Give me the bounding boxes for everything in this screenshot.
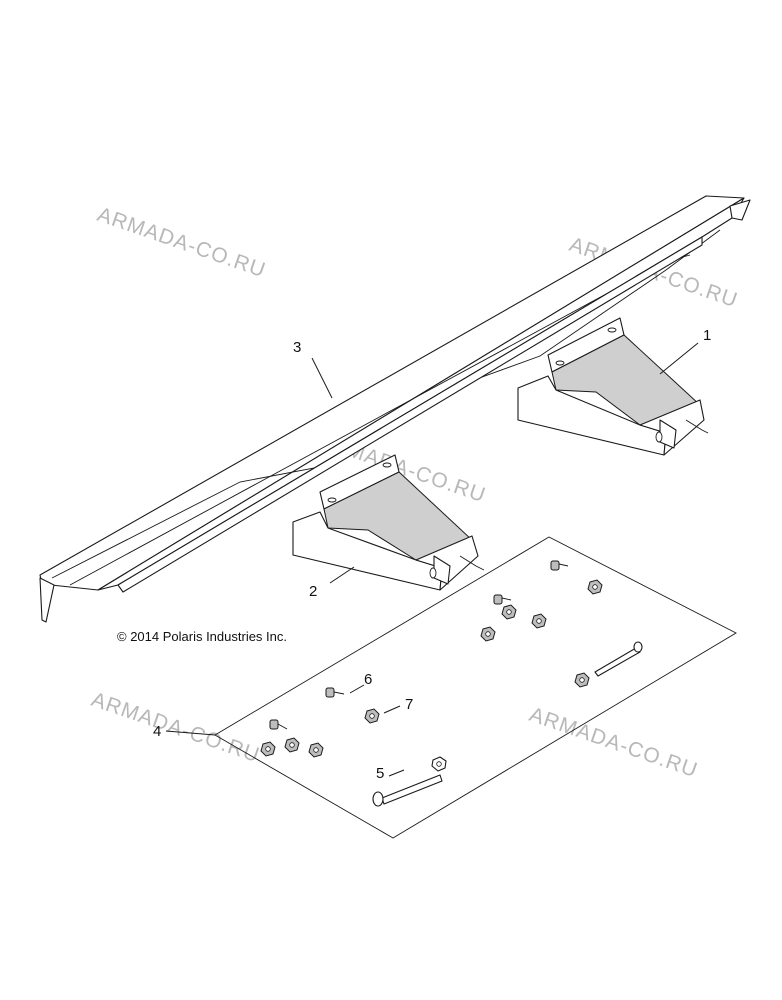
copyright-notice: © 2014 Polaris Industries Inc.: [117, 629, 287, 644]
bracket-part-2: [292, 454, 485, 591]
callouts: 1 2 3 4 5 6 7: [153, 327, 711, 782]
bolt-icon: [550, 560, 569, 571]
nut-icon: [364, 708, 380, 724]
nut-icon: [531, 613, 547, 629]
bolt-icon: [493, 594, 512, 605]
long-bolt-icon: [372, 774, 443, 807]
nut-icon: [431, 756, 447, 772]
nut-icon: [260, 741, 276, 757]
nut-icon: [308, 742, 324, 758]
long-bolt-icon: [594, 641, 643, 677]
watermark-4: ARMADA-CO.RU: [88, 688, 262, 767]
mount-hole: [607, 327, 617, 333]
rail-guard-part-3: [39, 195, 751, 623]
nut-icon: [480, 626, 496, 642]
mount-hole: [429, 567, 437, 579]
mount-hole: [555, 360, 565, 366]
nut-icon: [574, 672, 590, 688]
mount-hole: [327, 497, 337, 503]
callout-3: 3: [293, 339, 301, 356]
bolt-icon: [325, 687, 345, 698]
hardware-nuts: [260, 579, 603, 772]
callout-6: 6: [364, 671, 372, 688]
bracket-part-1: [517, 317, 709, 456]
bolt-icon: [269, 719, 288, 730]
watermark-1: ARMADA-CO.RU: [94, 203, 268, 282]
callout-1: 1: [703, 327, 711, 344]
hardware-bolts: [269, 560, 643, 807]
callout-4: 4: [153, 723, 161, 740]
callout-5: 5: [376, 765, 384, 782]
nut-icon: [587, 579, 603, 595]
callout-2: 2: [309, 583, 317, 600]
nut-icon: [284, 737, 300, 753]
leader-lines: [165, 342, 699, 777]
mount-hole: [655, 431, 663, 443]
nut-icon: [501, 604, 517, 620]
hardware-kit-part-4: [214, 536, 737, 839]
callout-7: 7: [405, 696, 413, 713]
mount-hole: [382, 462, 392, 468]
